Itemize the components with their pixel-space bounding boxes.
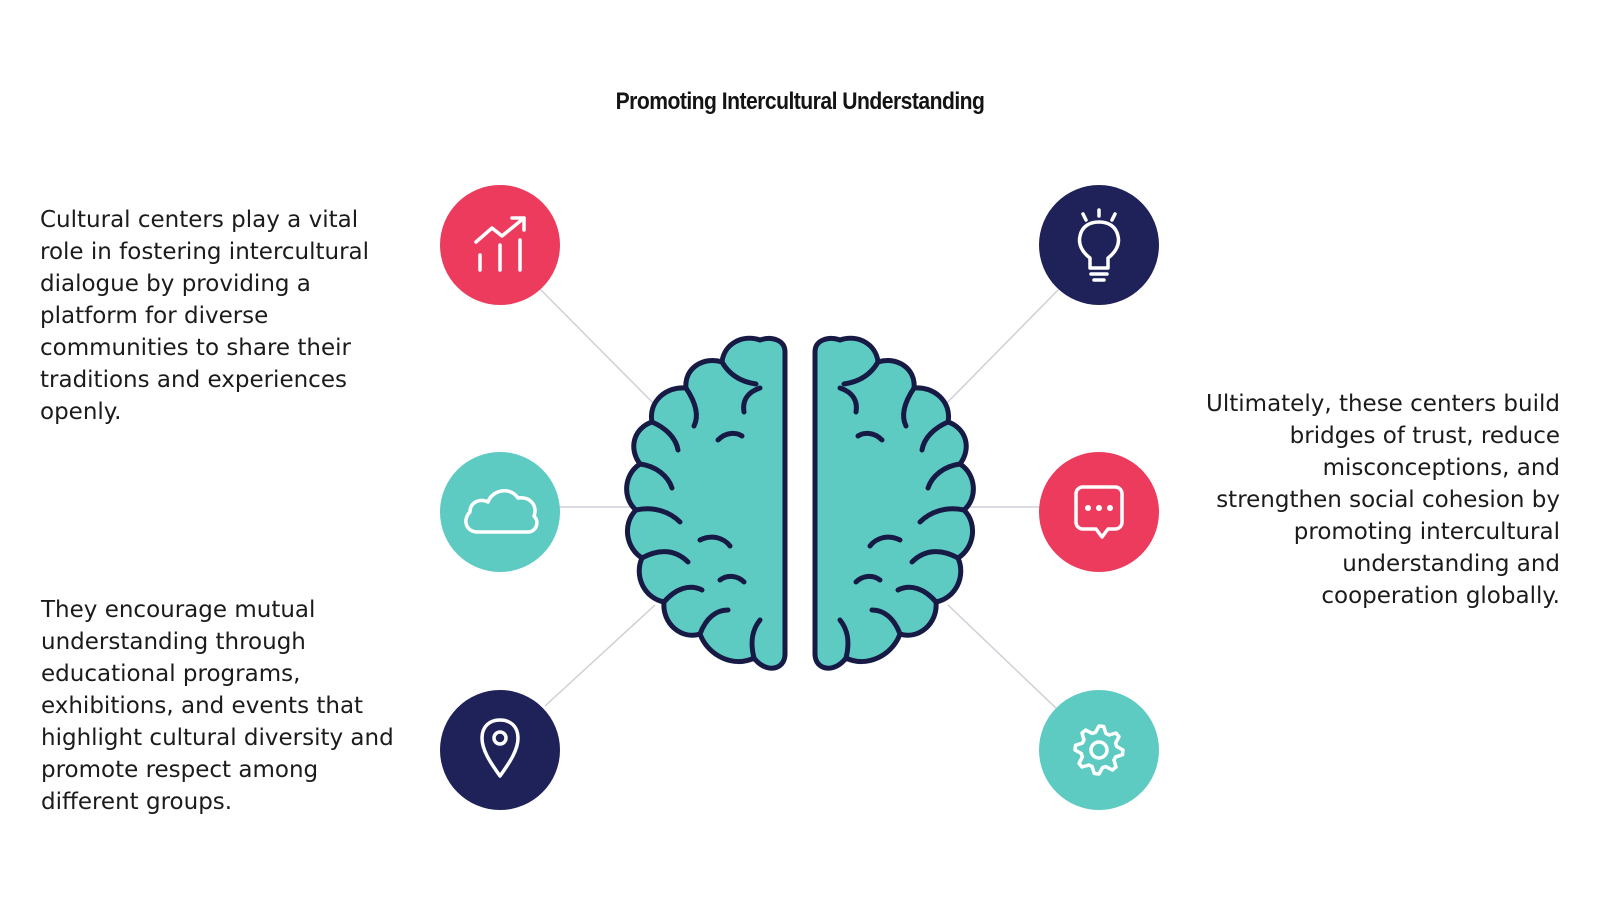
chat-bubble-icon bbox=[1074, 485, 1124, 539]
node-lightbulb bbox=[1039, 185, 1159, 305]
node-circle-red bbox=[1039, 452, 1159, 572]
connector-bottom-right bbox=[947, 604, 1059, 711]
paragraph-left-bottom: They encourage mutual understanding thro… bbox=[41, 597, 394, 815]
gear-icon bbox=[1073, 724, 1125, 776]
connector-top-right bbox=[939, 287, 1061, 411]
node-circle-teal bbox=[440, 452, 560, 572]
node-growth-chart bbox=[440, 185, 560, 305]
node-circle-navy bbox=[1039, 185, 1159, 305]
growth-chart-icon bbox=[474, 216, 526, 272]
connector-bottom-left bbox=[544, 604, 656, 707]
node-gear bbox=[1039, 690, 1159, 810]
cloud-icon bbox=[464, 489, 539, 534]
node-chat-bubble bbox=[1039, 452, 1159, 572]
paragraph-left-top: Cultural centers play a vital role in fo… bbox=[40, 207, 370, 425]
page-title: Promoting Intercultural Understanding bbox=[615, 88, 985, 115]
node-circle-navy bbox=[440, 690, 560, 810]
connector-top-left bbox=[537, 286, 661, 411]
location-pin-icon bbox=[480, 718, 520, 778]
node-circle-teal bbox=[1039, 690, 1159, 810]
node-location-pin bbox=[440, 690, 560, 810]
node-cloud bbox=[440, 452, 560, 572]
connectors bbox=[537, 286, 1061, 711]
lightbulb-icon bbox=[1077, 208, 1121, 282]
paragraph-right: Ultimately, these centers build bridges … bbox=[1206, 391, 1560, 609]
brain-icon bbox=[624, 335, 976, 671]
gear-teeth bbox=[1073, 724, 1125, 776]
